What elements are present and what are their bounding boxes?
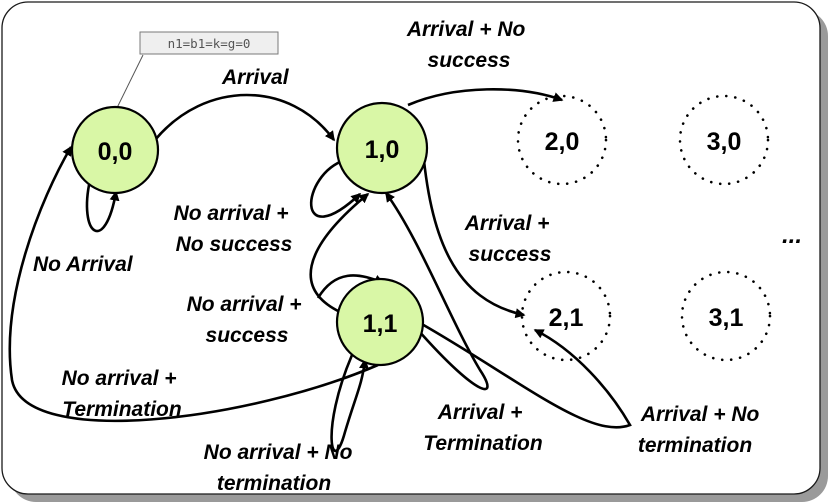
state-3-1-label: 3,1 xyxy=(709,304,744,332)
label-arrival-termination-line1: Arrival + xyxy=(437,401,523,424)
label-arrival-success-line1: Arrival + xyxy=(464,212,550,235)
label-no-arrival-no-termination-line2: termination xyxy=(217,472,331,495)
state-0-0-label: 0,0 xyxy=(98,138,133,166)
label-no-arrival: No Arrival xyxy=(33,253,134,276)
initial-conditions-text: n1=b1=k=g=0 xyxy=(168,36,251,51)
diagram-frame xyxy=(1,1,821,495)
label-no-arrival-termination-line1: No arrival + xyxy=(62,367,177,390)
state-1-0: 1,0 xyxy=(335,101,429,195)
state-3-1: 3,1 xyxy=(680,270,772,362)
label-no-arrival-no-success-line2: No success xyxy=(176,233,293,256)
edge-10-self-loop xyxy=(309,158,362,218)
state-3-0-label: 3,0 xyxy=(707,128,742,156)
state-3-0: 3,0 xyxy=(678,94,770,186)
label-arrival-no-termination: Arrival + No termination xyxy=(638,403,765,457)
label-no-arrival-termination-line2: Termination xyxy=(62,398,181,421)
state-1-1-label: 1,1 xyxy=(363,310,398,338)
label-arrival-no-success: Arrival + No success xyxy=(406,18,531,72)
state-2-0: 2,0 xyxy=(516,94,608,186)
edge-11-self-loop xyxy=(330,354,369,453)
label-no-arrival-no-success: No arrival + No success xyxy=(174,202,295,256)
edge-11-to-21 xyxy=(419,321,632,429)
label-arrival-no-success-line2: success xyxy=(428,49,511,72)
edge-10-to-20 xyxy=(407,88,564,107)
label-no-arrival-no-termination: No arrival + No termination xyxy=(204,441,359,495)
label-arrival-termination: Arrival + Termination xyxy=(423,401,542,455)
state-1-1: 1,1 xyxy=(335,277,425,367)
label-arrival-success: Arrival + success xyxy=(464,212,555,266)
label-arrival-no-termination-line1: Arrival + No xyxy=(640,403,760,426)
edge-11-to-10-termination xyxy=(384,191,489,391)
label-arrival-no-success-line1: Arrival + No xyxy=(406,18,526,41)
state-2-1-label: 2,1 xyxy=(549,304,584,332)
label-no-arrival-success-line1: No arrival + xyxy=(187,293,302,316)
label-arrival: Arrival xyxy=(221,66,290,89)
edge-11-to-10 xyxy=(309,192,370,314)
initial-conditions-note xyxy=(139,31,279,55)
label-arrival-no-termination-line2: termination xyxy=(638,434,752,457)
label-no-arrival-termination: No arrival + Termination xyxy=(62,367,183,421)
edge-11-to-00 xyxy=(8,145,379,423)
ellipsis-indicator: ... xyxy=(782,222,802,249)
label-arrival-termination-line2: Termination xyxy=(423,432,542,455)
edge-10-to-21 xyxy=(420,139,526,319)
label-arrival-success-line2: success xyxy=(469,243,552,266)
state-1-0-label: 1,0 xyxy=(365,136,400,164)
label-no-arrival-success: No arrival + success xyxy=(187,293,308,347)
state-0-0: 0,0 xyxy=(70,105,160,195)
edge-00-self-loop xyxy=(85,179,120,233)
label-no-arrival-no-termination-line1: No arrival + No xyxy=(204,441,353,464)
state-2-1: 2,1 xyxy=(520,270,612,362)
edge-00-to-10 xyxy=(154,93,336,142)
state-2-0-label: 2,0 xyxy=(545,128,580,156)
label-no-arrival-no-success-line1: No arrival + xyxy=(174,202,289,225)
label-no-arrival-success-line2: success xyxy=(206,324,289,347)
